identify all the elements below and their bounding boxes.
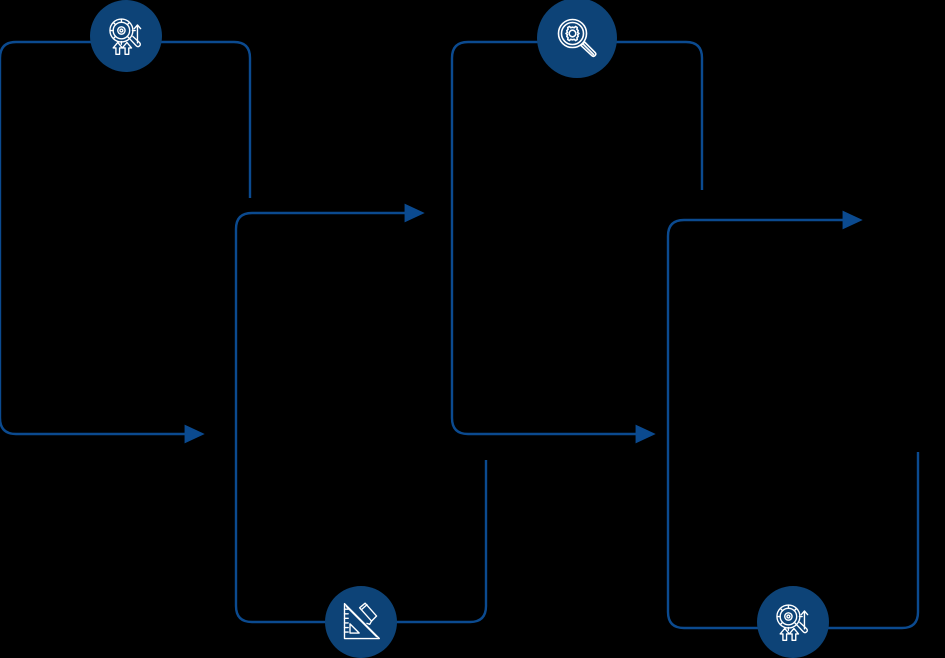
stage-4-node[interactable] bbox=[757, 586, 829, 658]
gear-magnifier-growth-icon bbox=[109, 18, 142, 56]
ruler-pencil-icon bbox=[343, 602, 381, 640]
magnifier-gear-icon bbox=[557, 18, 597, 58]
stage-4-arrow-path bbox=[666, 210, 863, 452]
stage-1-arrow-path bbox=[0, 198, 205, 444]
stage-2-arrow-path bbox=[234, 203, 425, 460]
stage-2-node[interactable] bbox=[325, 586, 397, 658]
stage-1-node[interactable] bbox=[90, 0, 162, 72]
stage-3-node[interactable] bbox=[537, 0, 617, 78]
stage-3-arrow-path bbox=[450, 198, 656, 444]
gear-magnifier-growth-icon bbox=[776, 604, 809, 642]
